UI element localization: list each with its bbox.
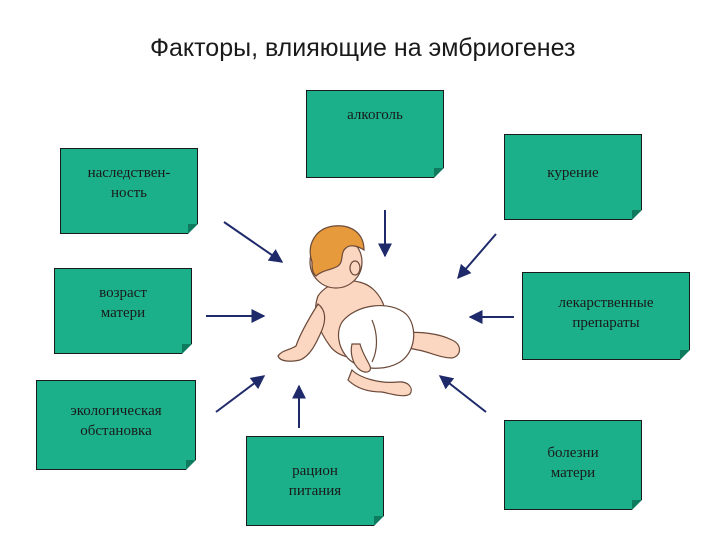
factor-box-medications: лекарственные препараты: [522, 272, 690, 360]
factor-label-mother-age: возраст матери: [99, 285, 147, 321]
factor-box-heredity: наследствен- ность: [60, 148, 198, 234]
factor-label-ecology: экологическая обстановка: [70, 403, 162, 439]
arrow-heredity: [223, 221, 284, 263]
factor-label-mother-diseases: болезни матери: [547, 445, 599, 481]
factor-label-heredity: наследствен- ность: [87, 165, 171, 201]
factor-label-diet: рацион питания: [288, 463, 342, 499]
factor-label-medications: лекарственные препараты: [558, 295, 654, 331]
factor-box-smoking: курение: [504, 134, 642, 220]
arrow-mother-diseases: [438, 375, 487, 413]
factor-box-alcohol: алкоголь: [306, 90, 444, 178]
factor-label-smoking: курение: [547, 165, 599, 181]
factor-box-mother-diseases: болезни матери: [504, 420, 642, 510]
baby-illustration: [277, 225, 461, 397]
factor-label-alcohol: алкоголь: [347, 107, 403, 123]
arrow-smoking: [457, 233, 497, 280]
factor-box-ecology: экологическая обстановка: [36, 380, 196, 470]
factor-box-mother-age: возраст матери: [54, 268, 192, 354]
page-title: Факторы, влияющие на эмбриогенез: [150, 34, 576, 62]
arrow-ecology: [215, 375, 266, 413]
factor-box-diet: рацион питания: [246, 436, 384, 526]
